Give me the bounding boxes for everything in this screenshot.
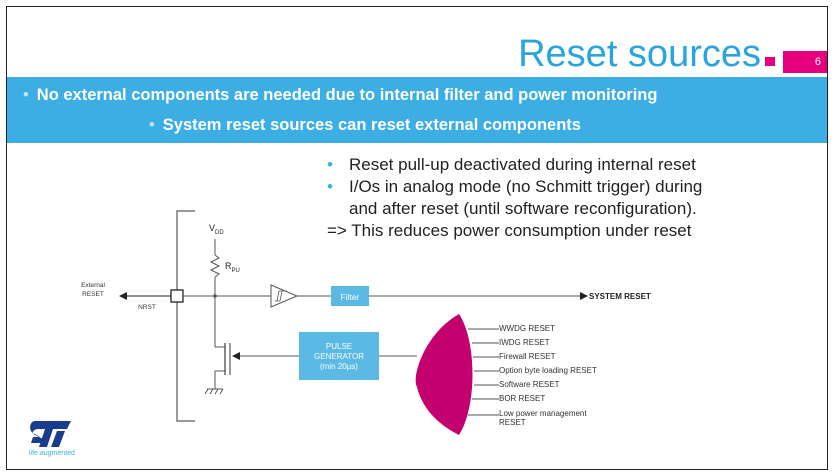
- external-reset-label: RESET: [82, 291, 104, 298]
- filter-box: [331, 286, 369, 306]
- pulse-generator-label: (min 20µs): [320, 362, 358, 371]
- pulse-generator-label: PULSE: [326, 342, 352, 351]
- conclusion-line: => This reduces power consumption under …: [327, 221, 692, 240]
- schmitt-trigger: [270, 284, 299, 308]
- external-reset-label: External: [81, 282, 105, 289]
- ground-hatch: [219, 388, 224, 395]
- tagline: life.augmented: [29, 450, 75, 457]
- slide-title: Reset sources: [518, 33, 761, 75]
- bullet-continuation: and after reset (until software reconfig…: [349, 199, 697, 218]
- schmitt-trigger-icon: [275, 290, 287, 302]
- ground-hatch: [204, 388, 209, 395]
- banner-line-2: •System reset sources can reset external…: [149, 116, 581, 134]
- ground-hatch: [209, 388, 214, 395]
- bullet-list: •Reset pull-up deactivated during intern…: [327, 154, 702, 242]
- reset-source-label: RESET: [499, 418, 526, 427]
- reset-source-label: BOR RESET: [499, 394, 545, 403]
- bullet-item: •Reset pull-up deactivated during intern…: [327, 155, 696, 174]
- system-reset-label: SYSTEM RESET: [589, 292, 651, 301]
- nrst-label: NRST: [138, 304, 156, 311]
- st-logo: [30, 421, 72, 447]
- title-accent: [765, 57, 775, 66]
- reset-source-label: IWDG RESET: [499, 338, 550, 347]
- page-number: 6: [783, 51, 827, 73]
- pulse-generator-box: [299, 332, 379, 380]
- reset-source-label: Low power management: [499, 409, 587, 418]
- nrst-pad: [170, 289, 184, 303]
- pulse-generator-label: GENERATOR: [314, 352, 364, 361]
- bullet-item: •I/Os in analog mode (no Schmitt trigger…: [327, 177, 703, 196]
- reset-source-label: Option byte loading RESET: [499, 366, 597, 375]
- banner-line-1: •No external components are needed due t…: [23, 86, 658, 104]
- ground-hatch: [214, 388, 219, 395]
- reset-source-label: Software RESET: [499, 380, 560, 389]
- summary-banner: •No external components are needed due t…: [7, 77, 827, 143]
- reset-circuit-diagram: External RESET NRST SYSTEM RESET Filter …: [81, 210, 651, 435]
- filter-label: Filter: [341, 292, 360, 302]
- or-gate: [415, 314, 473, 435]
- pull-up-resistor: [209, 254, 221, 278]
- reset-source-label: WWDG RESET: [499, 324, 555, 333]
- slide: Reset sources 6 •No external components …: [6, 6, 828, 470]
- chip-boundary: [176, 210, 195, 422]
- junction-dot: [213, 294, 217, 298]
- vdd-label: VDD: [209, 223, 224, 236]
- rpu-label: RPU: [225, 261, 240, 274]
- reset-source-label: Firewall RESET: [499, 352, 556, 361]
